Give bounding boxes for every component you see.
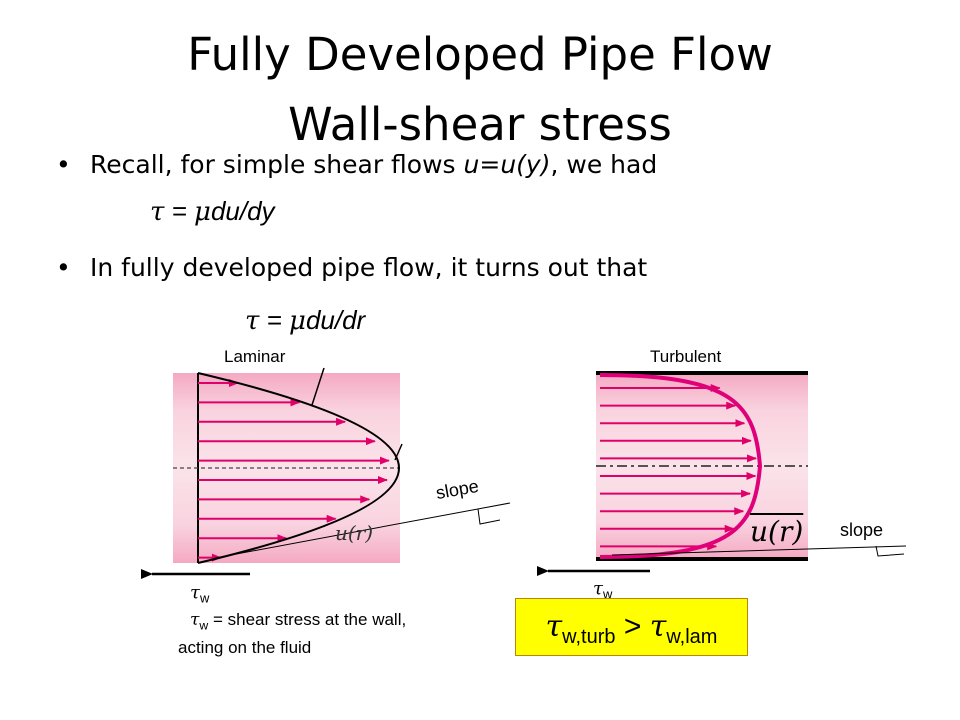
laminar-velocity-arrows bbox=[198, 379, 390, 562]
bullet-recall: •Recall, for simple shear flows u=u(y), … bbox=[56, 150, 658, 179]
turbulent-slope-label: slope bbox=[840, 520, 884, 540]
turbulent-tau-w: τw bbox=[593, 578, 613, 602]
turbulent-profile-label: u(r) bbox=[750, 515, 804, 548]
laminar-label: Laminar bbox=[224, 347, 286, 366]
tau-w-caption-line2: acting on the fluid bbox=[178, 638, 312, 657]
turbulent-pipe bbox=[537, 371, 907, 576]
laminar-tau-w: τw bbox=[190, 582, 210, 606]
bullet-pipe-flow: •In fully developed pipe flow, it turns … bbox=[56, 253, 648, 282]
turbulent-label: Turbulent bbox=[650, 347, 722, 366]
bullet-dot: • bbox=[56, 150, 71, 179]
slide-title-line1: Fully Developed Pipe Flow bbox=[187, 28, 773, 81]
wall-shear-comparison-box: τw,turb > τw,lam bbox=[515, 598, 748, 656]
tau-w-caption: τw = shear stress at the wall, bbox=[190, 610, 407, 633]
slide-title-line2: Wall-shear stress bbox=[288, 98, 672, 151]
bullet-dot: • bbox=[56, 253, 71, 282]
laminar-profile-label: u(r) bbox=[335, 521, 374, 545]
equation-du-dr: τ = μdu/dr bbox=[245, 305, 366, 336]
equation-du-dy: τ = μdu/dy bbox=[150, 196, 275, 227]
laminar-pipe bbox=[141, 367, 511, 579]
